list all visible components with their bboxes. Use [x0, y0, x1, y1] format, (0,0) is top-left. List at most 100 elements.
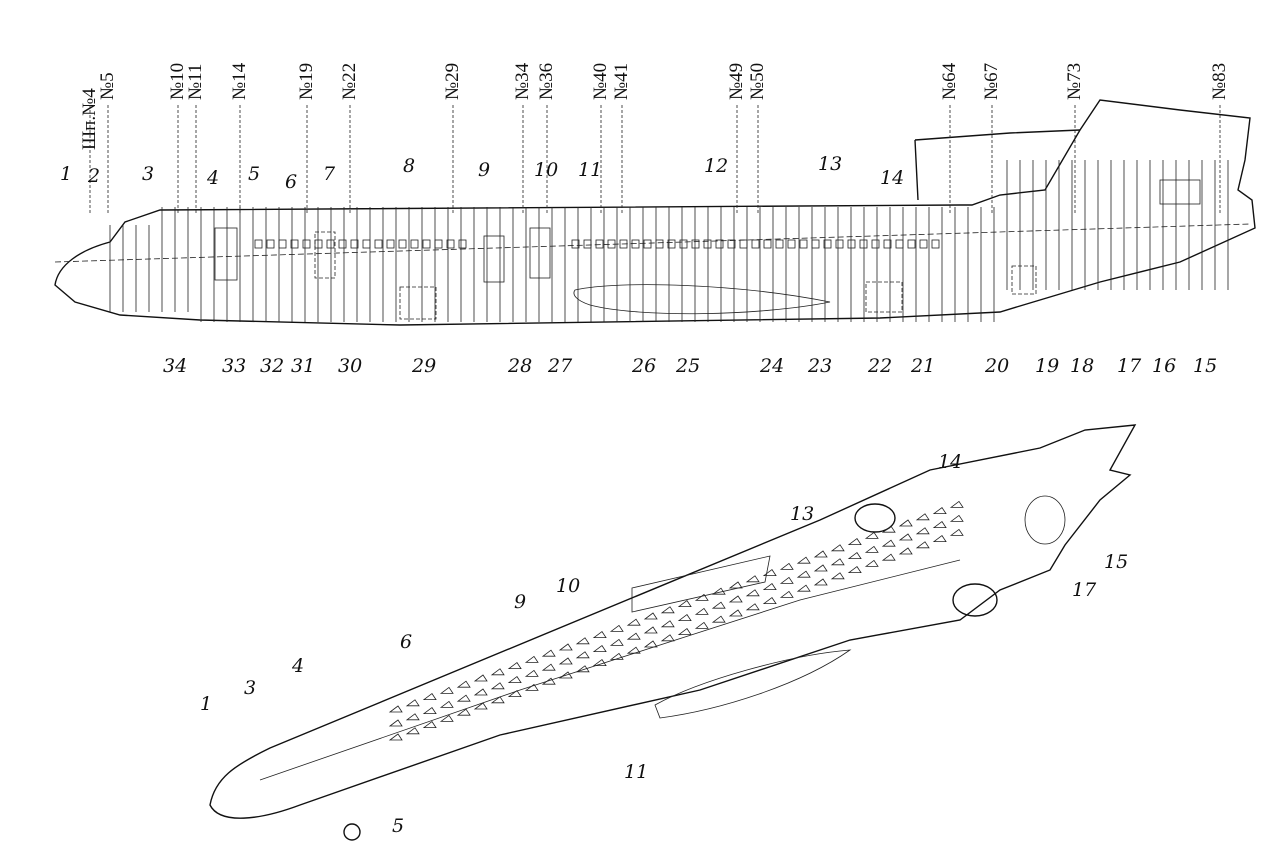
- window: [410, 239, 419, 249]
- hatch-cargo-1: [399, 286, 437, 320]
- window: [679, 239, 688, 249]
- seat: [575, 665, 590, 673]
- callout-label: 9: [478, 159, 490, 181]
- callout-label: 31: [291, 355, 315, 377]
- frame-label: №83: [1209, 63, 1230, 100]
- seat: [830, 544, 845, 552]
- window: [835, 239, 844, 249]
- callout-label: 16: [1152, 355, 1176, 377]
- seat: [881, 539, 896, 547]
- engine-right-intake: [952, 583, 998, 617]
- center-line: [54, 223, 1251, 263]
- seat: [898, 533, 913, 541]
- window: [290, 239, 299, 249]
- seat: [949, 500, 964, 508]
- seat: [626, 632, 641, 640]
- callout-label: 13: [818, 153, 842, 175]
- seat: [813, 550, 828, 558]
- seat: [864, 545, 879, 553]
- window: [823, 239, 832, 249]
- seat: [422, 707, 437, 714]
- seat: [694, 607, 709, 615]
- callout-label: 15: [1104, 551, 1128, 573]
- seat: [728, 581, 743, 589]
- frame-label: №34: [512, 62, 533, 100]
- cutaway-cabin-floor: [259, 559, 961, 781]
- callout-label: 22: [867, 355, 892, 377]
- seat: [932, 535, 947, 542]
- frame-label: Шп.№4: [79, 88, 100, 150]
- seat: [915, 513, 930, 521]
- seat: [541, 677, 556, 685]
- callout-label: 33: [222, 355, 246, 377]
- seat: [473, 674, 488, 682]
- window: [314, 239, 323, 249]
- seat: [592, 645, 607, 652]
- callout-label: 8: [403, 155, 415, 177]
- window: [619, 239, 628, 249]
- seat: [847, 552, 862, 559]
- cutaway-wing-lower: [654, 649, 852, 719]
- frame-label: №19: [296, 63, 317, 100]
- callout-label: 32: [260, 355, 284, 377]
- window: [715, 239, 724, 249]
- fuselage-outline: [54, 99, 1256, 326]
- seat: [813, 578, 828, 586]
- seat: [745, 603, 760, 611]
- window: [871, 239, 880, 249]
- window: [386, 239, 395, 249]
- seat: [711, 601, 726, 609]
- seat: [592, 631, 607, 638]
- callout-label: 10: [534, 159, 558, 181]
- seat: [456, 694, 471, 702]
- seat: [660, 620, 675, 628]
- callout-label: 12: [704, 155, 728, 177]
- seat: [796, 570, 811, 578]
- seat: [456, 680, 471, 688]
- seat: [626, 646, 641, 654]
- callout-label: 6: [400, 631, 412, 653]
- window: [883, 239, 892, 249]
- seat: [507, 690, 522, 697]
- callout-label: 11: [624, 761, 648, 783]
- seat: [592, 659, 607, 666]
- window: [811, 239, 820, 249]
- frame-label: №40: [590, 63, 611, 100]
- seat: [949, 514, 964, 522]
- callout-label: 27: [547, 355, 573, 377]
- seat: [609, 638, 624, 646]
- callout-label: 17: [1072, 579, 1097, 601]
- seat: [643, 626, 658, 634]
- cutaway-wing-upper: [631, 555, 771, 613]
- window: [398, 239, 407, 249]
- frame-label: №22: [339, 63, 360, 100]
- window: [667, 239, 676, 249]
- seat: [677, 600, 692, 607]
- callout-label: 28: [507, 355, 532, 377]
- seat: [439, 700, 454, 708]
- window: [895, 239, 904, 249]
- frame-label: №11: [185, 64, 206, 100]
- wing-fairing: [573, 284, 831, 315]
- seat: [388, 733, 403, 741]
- seat: [473, 702, 488, 710]
- callout-label: 13: [790, 503, 814, 525]
- callout-label: 11: [578, 159, 602, 181]
- window: [751, 239, 760, 249]
- window-row: [254, 239, 940, 249]
- seat: [405, 727, 420, 735]
- seat: [473, 688, 488, 696]
- frame-label: №64: [939, 62, 960, 100]
- frame-label: №5: [97, 72, 118, 100]
- callout-label: 34: [163, 355, 187, 377]
- window: [362, 239, 371, 249]
- callout-label: 3: [244, 677, 256, 699]
- seat: [575, 651, 590, 659]
- hatch-cargo-2: [865, 281, 903, 313]
- window: [787, 239, 796, 249]
- seat: [762, 597, 777, 604]
- seat: [711, 587, 726, 595]
